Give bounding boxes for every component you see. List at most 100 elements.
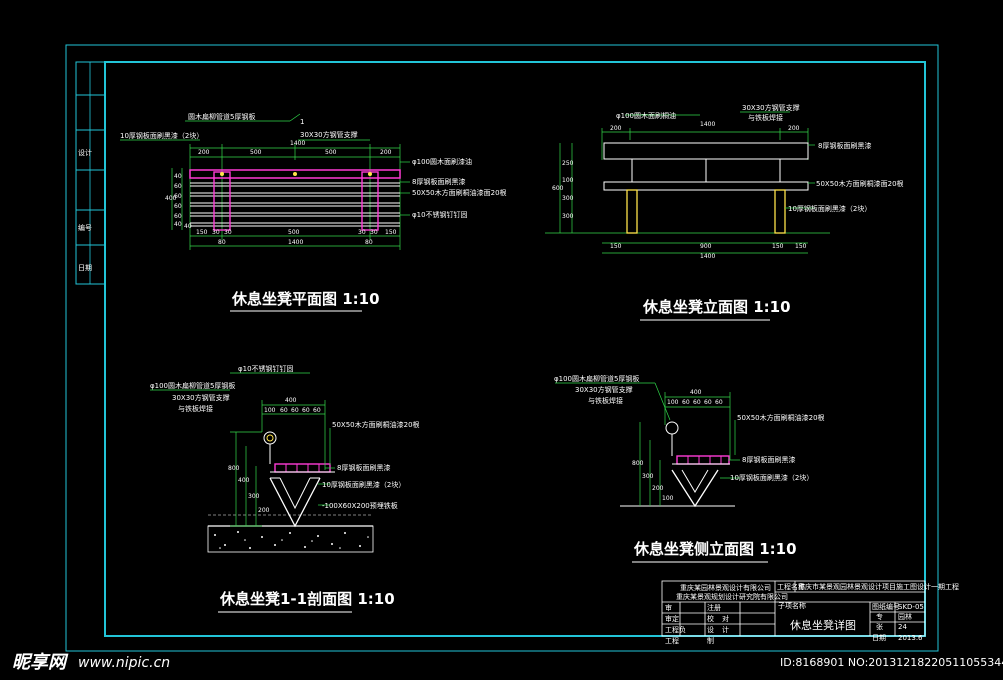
plan-dim-bottom: 150 xyxy=(385,229,397,236)
elevation-dim-left: 100 xyxy=(562,177,574,184)
section-note-7: 10厚钢板面刷黑漆（2块） xyxy=(322,480,405,489)
side-dim-top: 400 xyxy=(690,389,702,396)
tb-right-value: 园林 xyxy=(898,612,912,621)
elevation-dim-left: 300 xyxy=(562,213,574,220)
plan-dim-bottom2: 80 xyxy=(218,239,226,246)
plan-dim-bottom: 30 xyxy=(358,229,366,236)
strip-label-design: 设计 xyxy=(78,148,92,157)
section-dim-left: 200 xyxy=(258,507,270,514)
plan-dim-bottom: 150 xyxy=(196,229,208,236)
side-dim-top: 60 xyxy=(704,399,712,406)
side-dim-top: 60 xyxy=(715,399,723,406)
tb-row-label: 制 xyxy=(707,636,714,645)
section-dim-top: 60 xyxy=(313,407,321,414)
elevation-dim-left: 250 xyxy=(562,160,574,167)
plan-planks xyxy=(189,169,401,231)
side-dim-top: 100 xyxy=(667,399,679,406)
plan-dim-bottom2: 80 xyxy=(365,239,373,246)
tb-right-label: 日期 xyxy=(872,634,886,642)
drawing-frame xyxy=(65,44,939,652)
tb-right-label: 图纸编号 xyxy=(872,602,900,611)
company-name-1: 重庆某园林景观设计有限公司 xyxy=(680,583,771,592)
side-note-6: 10厚钢板面刷黑漆（2块） xyxy=(730,473,813,482)
watermark-logo: 昵享网 xyxy=(12,652,69,673)
plan-dim-left: 40 xyxy=(174,221,182,228)
elevation-dim-left: 600 xyxy=(552,185,564,192)
tb-row-label: 审定 xyxy=(665,614,679,623)
plan-dim-left: 400 xyxy=(165,195,177,202)
tb-row-label: 工程负 xyxy=(665,625,686,634)
elevation-leaders xyxy=(625,111,815,209)
plan-view: 1 圆木扁柳管道5厚钢板 10厚钢板面刷黑漆（2块） 30X30方钢管支撑 φ1… xyxy=(120,112,507,312)
elevation-note-2: 30X30方钢管支撑 xyxy=(742,103,800,112)
section-bench xyxy=(263,431,335,528)
section-dim-top: 400 xyxy=(285,397,297,404)
elevation-note-1: φ100圆木面刷桐油 xyxy=(616,111,676,120)
watermark-url: www.nipic.cn xyxy=(78,655,170,671)
elevation-dim-bottom: 150 xyxy=(795,243,807,250)
elevation-dim-top: 200 xyxy=(788,125,800,132)
title-block: 重庆某园林景观设计有限公司 重庆某景观规划设计研究院有限公司 工程名称 重庆市某… xyxy=(661,580,959,645)
section-note-3: 30X30方钢管支撑 xyxy=(172,393,230,402)
elevation-dim-top: 1400 xyxy=(700,121,715,128)
plan-dim-left: 40 xyxy=(174,173,182,180)
left-strip-labels: 设计 编号 日期 xyxy=(78,148,92,272)
elevation-dim-bottom: 150 xyxy=(772,243,784,250)
section-dimension-lines xyxy=(230,400,326,527)
plan-note-top3: 30X30方钢管支撑 xyxy=(300,130,358,139)
elevation-note-6: 10厚钢板面刷黑漆（2块） xyxy=(788,204,871,213)
side-dim-left: 100 xyxy=(662,495,674,502)
plan-section-marker: 1 xyxy=(300,118,304,126)
section-ground xyxy=(207,514,374,553)
drawing-name: 休息坐凳详图 xyxy=(790,618,856,632)
plan-note-r1: φ100圆木面刷漆油 xyxy=(412,157,472,166)
side-bench xyxy=(620,421,735,508)
elevation-view-title: 休息坐凳立面图 1:10 xyxy=(642,298,791,316)
plan-note-top1: 圆木扁柳管道5厚钢板 xyxy=(188,112,255,121)
tb-row-label: 注册 xyxy=(707,603,721,612)
tb-right-value: 2013.6 xyxy=(898,634,923,642)
section-note-4: 与铁板焊接 xyxy=(178,404,213,413)
elevation-dim-top: 200 xyxy=(610,125,622,132)
tb-row-label: 设 xyxy=(707,625,714,634)
plan-dim-top: 200 xyxy=(198,149,210,156)
plan-dim-bottom: 30 xyxy=(224,229,232,236)
section-leaders xyxy=(150,372,335,506)
plan-dim-left: 60 xyxy=(174,183,182,190)
side-note-4: 50X50木方面刷桐油漆20根 xyxy=(737,413,825,422)
elevation-dim-bottom: 900 xyxy=(700,243,712,250)
section-dim-left: 300 xyxy=(248,493,260,500)
elevation-dim-bottom: 150 xyxy=(610,243,622,250)
tb-right-value: SKD-05 xyxy=(898,603,924,611)
elevation-dim-bottom2: 1400 xyxy=(700,253,715,260)
company-name-2: 重庆某景观规划设计研究院有限公司 xyxy=(676,592,788,601)
side-note-5: 8厚钢板面刷黑漆 xyxy=(742,455,795,464)
section-dim-top: 100 xyxy=(264,407,276,414)
project-name: 重庆市某景观园林景观设计项目施工图设计一期工程 xyxy=(798,582,959,591)
plan-dim-top: 1400 xyxy=(290,140,305,147)
section-dim-top: 60 xyxy=(291,407,299,414)
plan-note-r3: 50X50木方面刷桐油漆面20根 xyxy=(412,188,507,197)
strip-label-date: 日期 xyxy=(78,264,92,272)
side-view-title: 休息坐凳侧立面图 1:10 xyxy=(633,540,797,558)
elevation-note-5: 50X50木方面刷桐漆面20根 xyxy=(816,179,904,188)
tb-right-value: 24 xyxy=(898,623,907,631)
tb-row-label: 审 xyxy=(665,603,672,612)
side-view: φ100圆木扁柳管道5厚钢板 30X30方钢管支撑 与铁板焊接 50X50木方面… xyxy=(554,374,825,563)
side-dim-left: 200 xyxy=(652,485,664,492)
side-note-3: 与铁板焊接 xyxy=(588,396,623,405)
plan-dim-top: 500 xyxy=(325,149,337,156)
section-view: φ10不锈钢钉钉固 φ100圆木扁柳管道5厚钢板 30X30方钢管支撑 与铁板焊… xyxy=(150,364,420,613)
elevation-note-3: 与铁板焊接 xyxy=(748,113,783,122)
elevation-seat xyxy=(603,142,809,234)
sub-project-label: 子项名称 xyxy=(778,601,806,610)
side-dim-left: 300 xyxy=(642,473,654,480)
plan-note-top2: 10厚钢板面刷黑漆（2块） xyxy=(120,131,203,140)
section-dim-top: 60 xyxy=(280,407,288,414)
plan-dim-left: 60 xyxy=(174,203,182,210)
plan-dim-top: 500 xyxy=(250,149,262,156)
plan-dim-left: 60 xyxy=(174,193,182,200)
plan-dim-bottom2: 1400 xyxy=(288,239,303,246)
side-note-1: φ100圆木扁柳管道5厚钢板 xyxy=(554,374,639,383)
